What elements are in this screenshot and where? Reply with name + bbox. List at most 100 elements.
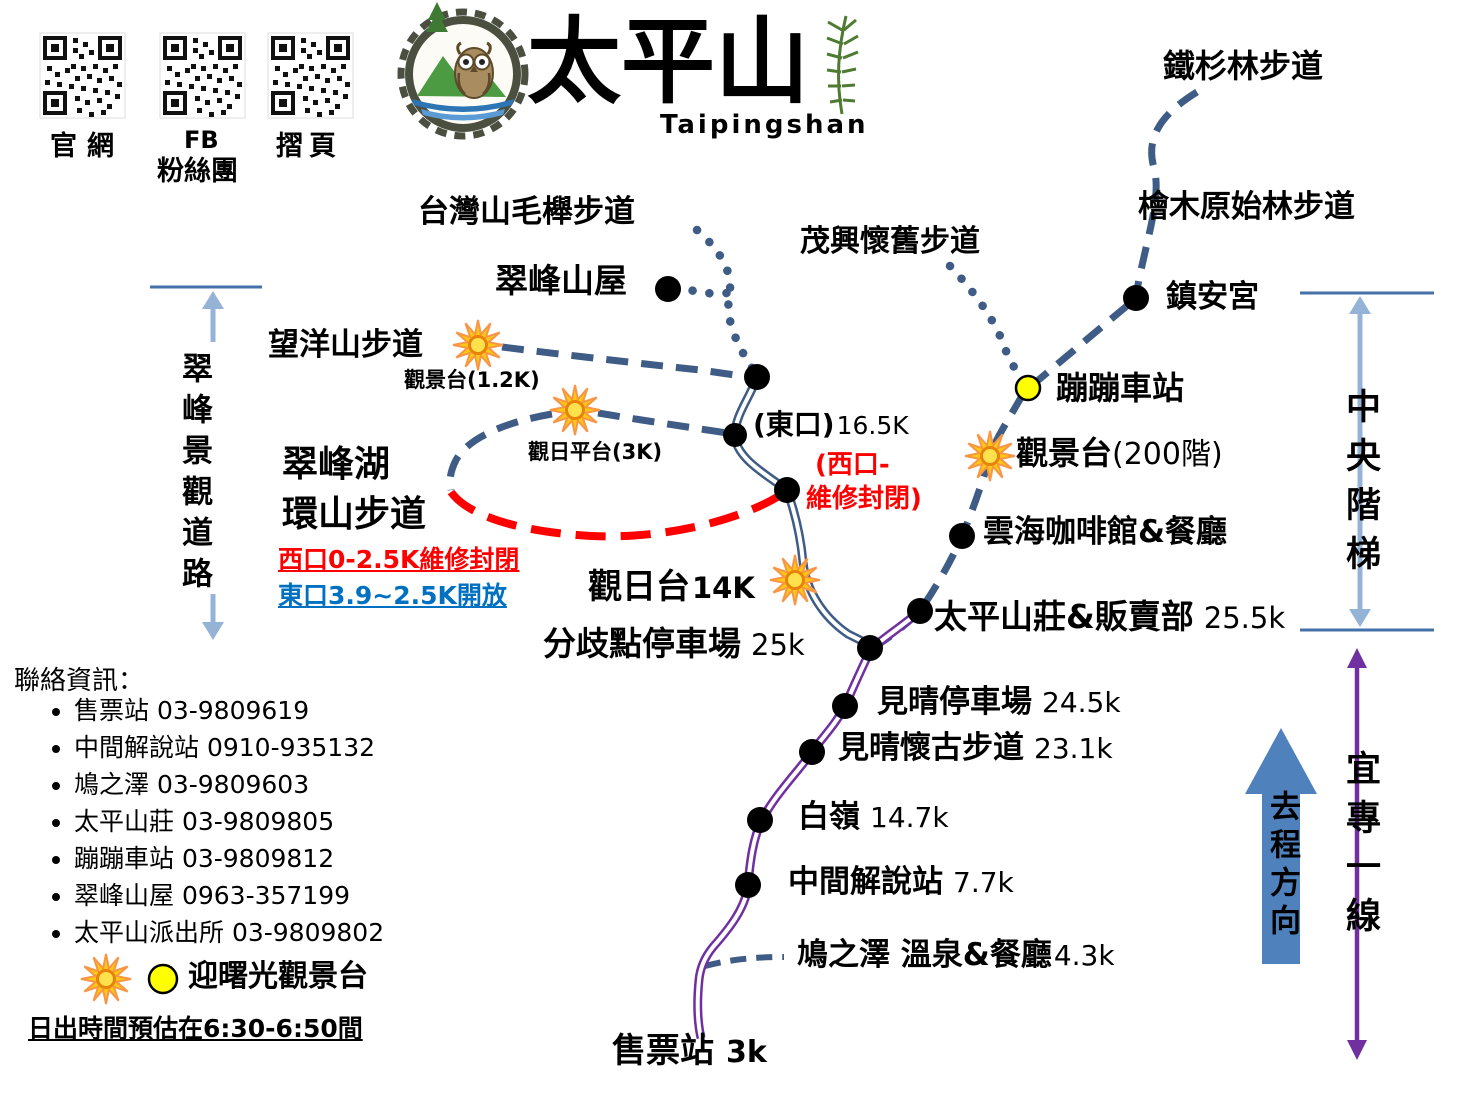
logo-title: 太平山 <box>527 8 810 117</box>
bailing-dot <box>747 807 773 833</box>
wangyang-trail-line <box>501 343 743 380</box>
direction-vertical-label: 去程方向 <box>1264 790 1300 942</box>
junction-parking-dot <box>857 635 883 661</box>
logo-emblem <box>397 2 859 140</box>
qr-website-code <box>39 32 126 119</box>
tieshanlin-trail-label: 鐵杉林步道 <box>1163 47 1324 85</box>
middle-station-dot <box>735 872 761 898</box>
junction-parking-km: 25k <box>751 628 805 662</box>
sun-legend-icon <box>79 952 133 1006</box>
central-stairs-vertical-label: 中央階梯 <box>1340 388 1380 584</box>
viewing-platform-200-name: 觀景台 <box>1016 434 1113 472</box>
kuaimu-trail-label: 檜木原始林步道 <box>1138 189 1355 225</box>
sun-viewing-200-icon <box>963 429 1017 483</box>
cuifeng-road-indicator <box>150 285 262 640</box>
legend-sunrise-time: 日出時間預估在6:30-6:50間 <box>28 1014 363 1043</box>
sunrise-deck-km: 14K <box>692 571 755 605</box>
zhenan-temple-label: 鎮安宮 <box>1166 279 1259 315</box>
east-entrance-label: (東口)16.5K <box>753 411 909 439</box>
qr-brochure-label: 摺頁 <box>276 131 342 162</box>
villa-name: 太平山莊&販賣部 <box>934 597 1194 636</box>
viewing-platform-200-label: 觀景台(200階) <box>1016 437 1223 470</box>
closed-section-line <box>447 488 788 541</box>
legend-yellow-dot <box>147 963 179 995</box>
hut-spur-line <box>671 281 732 298</box>
villa-dot <box>907 598 933 624</box>
junction-parking-name: 分歧點停車場 <box>543 624 741 663</box>
logo-subtitle: Taipingshan <box>660 110 869 140</box>
jianqing-trail-km: 23.1k <box>1034 732 1113 765</box>
central-stairs-indicator <box>1300 291 1434 632</box>
sun-guanri-platform-icon <box>548 383 602 437</box>
west-entrance-dot <box>774 477 800 503</box>
east-entrance-name: (東口) <box>753 408 835 441</box>
bongbong-station-dot <box>1014 374 1042 402</box>
sunrise-deck-name: 觀日台 <box>588 567 690 607</box>
beech-trail-label: 台灣山毛櫸步道 <box>418 194 635 230</box>
middle-station-km: 7.7k <box>953 866 1014 899</box>
maoxing-trail-line <box>945 261 1030 389</box>
contact-list: 售票站 03-9809619 中間解說站 0910-935132 鳩之澤 03-… <box>52 692 384 951</box>
middle-station-name: 中間解說站 <box>788 864 943 900</box>
beech-trail-line <box>692 225 759 376</box>
contact-heading: 聯絡資訊： <box>14 666 145 696</box>
qr-fb-label2: 粉絲團 <box>157 156 238 187</box>
cloud-cafe-dot <box>949 523 975 549</box>
pine-decoration <box>426 2 448 32</box>
jianqing-trail-label: 見晴懷古步道 23.1k <box>838 733 1113 764</box>
qr-brochure-code <box>267 32 354 119</box>
owl-icon <box>454 41 494 99</box>
sunrise-platform-line <box>597 409 728 437</box>
jianqing-parking-dot <box>832 693 858 719</box>
contact-item-hut: 翠峰山屋 0963-357199 <box>74 877 384 914</box>
contact-item-middle-station: 中間解說站 0910-935132 <box>74 729 384 766</box>
jiuzhize-spur-line <box>704 954 785 969</box>
junction-parking-label: 分歧點停車場 25k <box>543 627 805 660</box>
jianqing-parking-name: 見晴停車場 <box>877 684 1032 720</box>
qr-website-label: 官網 <box>50 131 124 162</box>
station-dots <box>655 276 1149 898</box>
jiuzhize-km: 4.3k <box>1053 939 1115 972</box>
direction-arrow <box>1245 728 1317 964</box>
jianqing-trail-name: 見晴懷古步道 <box>838 730 1024 766</box>
east-entrance-km: 16.5K <box>836 411 909 440</box>
wangyang-junction-dot <box>744 364 770 390</box>
maoxing-trail-label: 茂興懷舊步道 <box>800 224 980 259</box>
sunrise-platform-3k-label: 觀日平台(3K) <box>528 440 663 464</box>
sun-wangyang-icon <box>451 318 505 372</box>
jiuzhize-name: 鳩之澤 溫泉&餐廳 <box>797 937 1052 973</box>
fern-decoration <box>826 15 859 115</box>
jianqing-parking-km: 24.5k <box>1042 686 1121 719</box>
cuifeng-lake-trail-label-line2: 環山步道 <box>282 494 427 535</box>
bailing-name: 白嶺 <box>798 799 860 835</box>
yizhuan-line-indicator <box>1347 648 1367 1060</box>
bailing-km: 14.7k <box>870 801 949 834</box>
bailing-label: 白嶺 14.7k <box>798 802 949 833</box>
contact-item-villa: 太平山莊 03-9809805 <box>74 803 384 840</box>
contact-item-ticket: 售票站 03-9809619 <box>74 692 384 729</box>
bongbong-station-label: 蹦蹦車站 <box>1056 369 1185 407</box>
legend-sunrise-label: 迎曙光觀景台 <box>188 959 368 994</box>
jianqing-trail-dot <box>799 739 825 765</box>
contact-item-bongbong: 蹦蹦車站 03-9809812 <box>74 840 384 877</box>
cloud-cafe-label: 雲海咖啡館&餐廳 <box>983 514 1228 550</box>
cuifeng-road-vertical-label: 翠峰景觀道路 <box>176 352 212 598</box>
ticket-station-name: 售票站 <box>612 1031 714 1071</box>
logo-water <box>412 99 514 112</box>
qr-fb-label: FB <box>184 126 219 154</box>
west-entrance-label-line1: (西口- <box>815 450 890 480</box>
zhenan-temple-dot <box>1123 285 1149 311</box>
yizhuan-line-vertical-label: 宜專一線 <box>1340 750 1380 946</box>
jianqing-parking-label: 見晴停車場 24.5k <box>877 687 1121 718</box>
viewing-platform-200-suffix: (200階) <box>1112 437 1223 472</box>
tieshanlin-trail-line <box>1133 89 1199 291</box>
cuifeng-hut-dot <box>655 276 681 302</box>
zhenan-bongbong-line <box>1033 302 1131 385</box>
wangyang-trail-label: 望洋山步道 <box>268 327 423 363</box>
jiuzhize-label: 鳩之澤 溫泉&餐廳4.3k <box>797 940 1115 971</box>
east-entrance-dot <box>723 423 747 447</box>
